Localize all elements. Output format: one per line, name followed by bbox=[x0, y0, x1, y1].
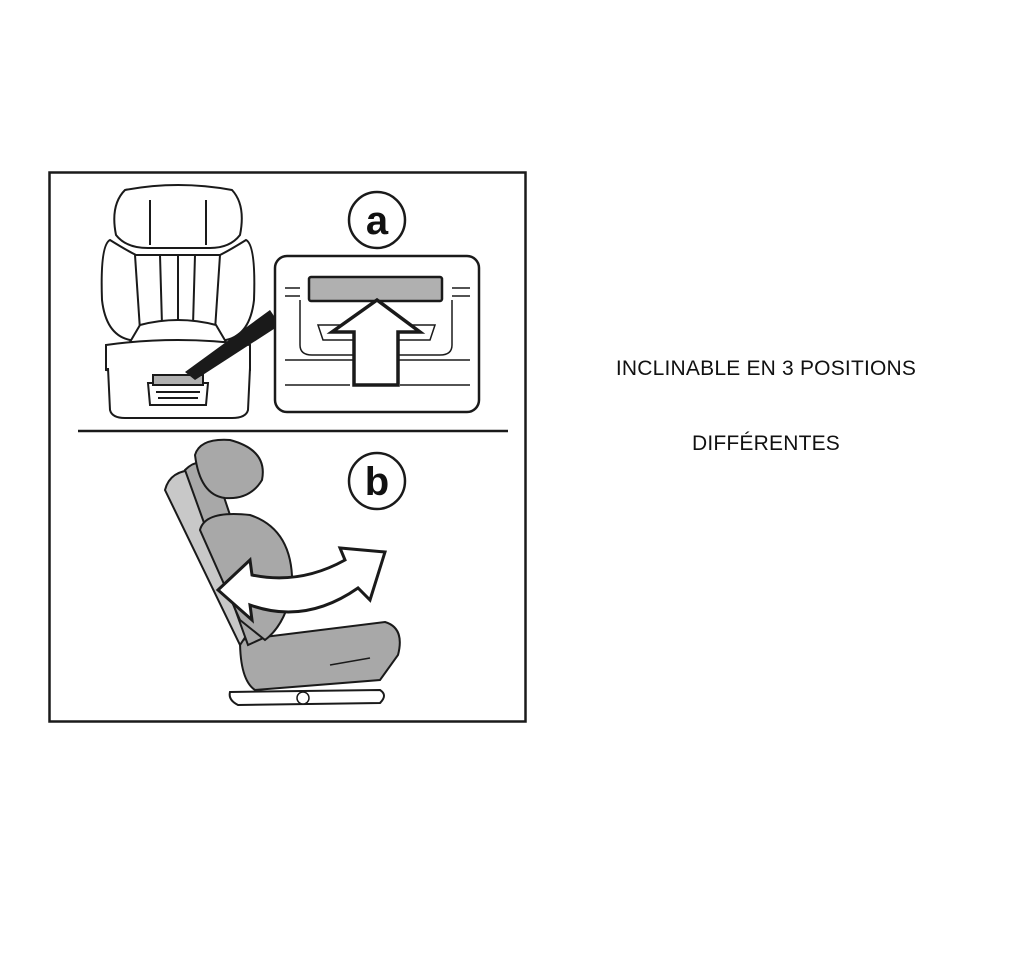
handle-closeup-inset bbox=[273, 254, 481, 414]
label-a: a bbox=[366, 199, 389, 243]
recline-handle bbox=[152, 374, 204, 386]
car-seat-front-view bbox=[100, 184, 256, 419]
curved-double-arrow-icon bbox=[215, 546, 387, 624]
zoom-pointer bbox=[185, 310, 280, 380]
car-seat-side-view bbox=[163, 438, 401, 707]
arrow-up-icon bbox=[326, 297, 426, 387]
caption-line-2: DIFFÉRENTES bbox=[691, 432, 841, 455]
label-b: b bbox=[365, 460, 389, 504]
label-b-circle bbox=[347, 451, 407, 511]
caption-line-1: INCLINABLE EN 3 POSITIONS bbox=[615, 357, 917, 380]
label-a-circle bbox=[347, 190, 407, 250]
